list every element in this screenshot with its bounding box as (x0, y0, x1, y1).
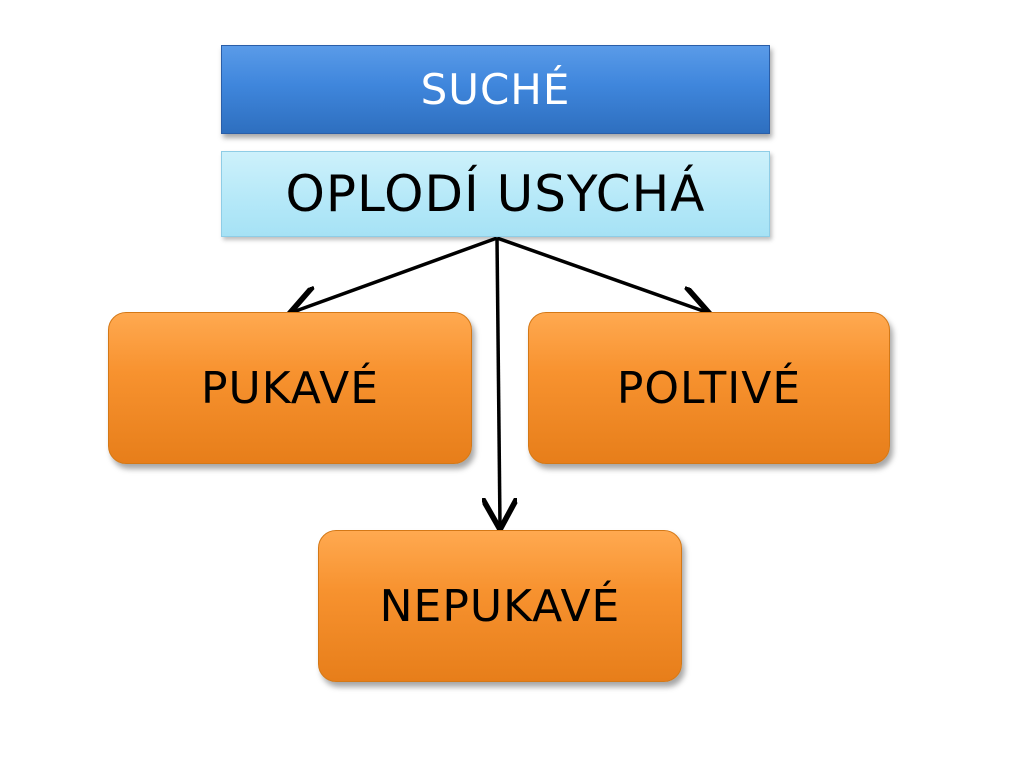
arrow-to-left-node (293, 236, 498, 312)
title-box: SUCHÉ (221, 45, 770, 134)
node-pukave-label: PUKAVÉ (200, 362, 379, 414)
node-poltive-label: POLTIVÉ (616, 362, 802, 414)
subtitle-box: OPLODÍ USYCHÁ (221, 151, 770, 237)
node-nepukave: NEPUKAVÉ (318, 530, 682, 682)
node-poltive: POLTIVÉ (528, 312, 890, 464)
node-nepukave-label: NEPUKAVÉ (379, 580, 621, 632)
title-text: SUCHÉ (420, 65, 571, 114)
node-pukave: PUKAVÉ (108, 312, 472, 464)
arrow-to-right-node (496, 236, 706, 312)
subtitle-text: OPLODÍ USYCHÁ (285, 165, 706, 223)
arrow-to-bottom-node (497, 237, 500, 526)
